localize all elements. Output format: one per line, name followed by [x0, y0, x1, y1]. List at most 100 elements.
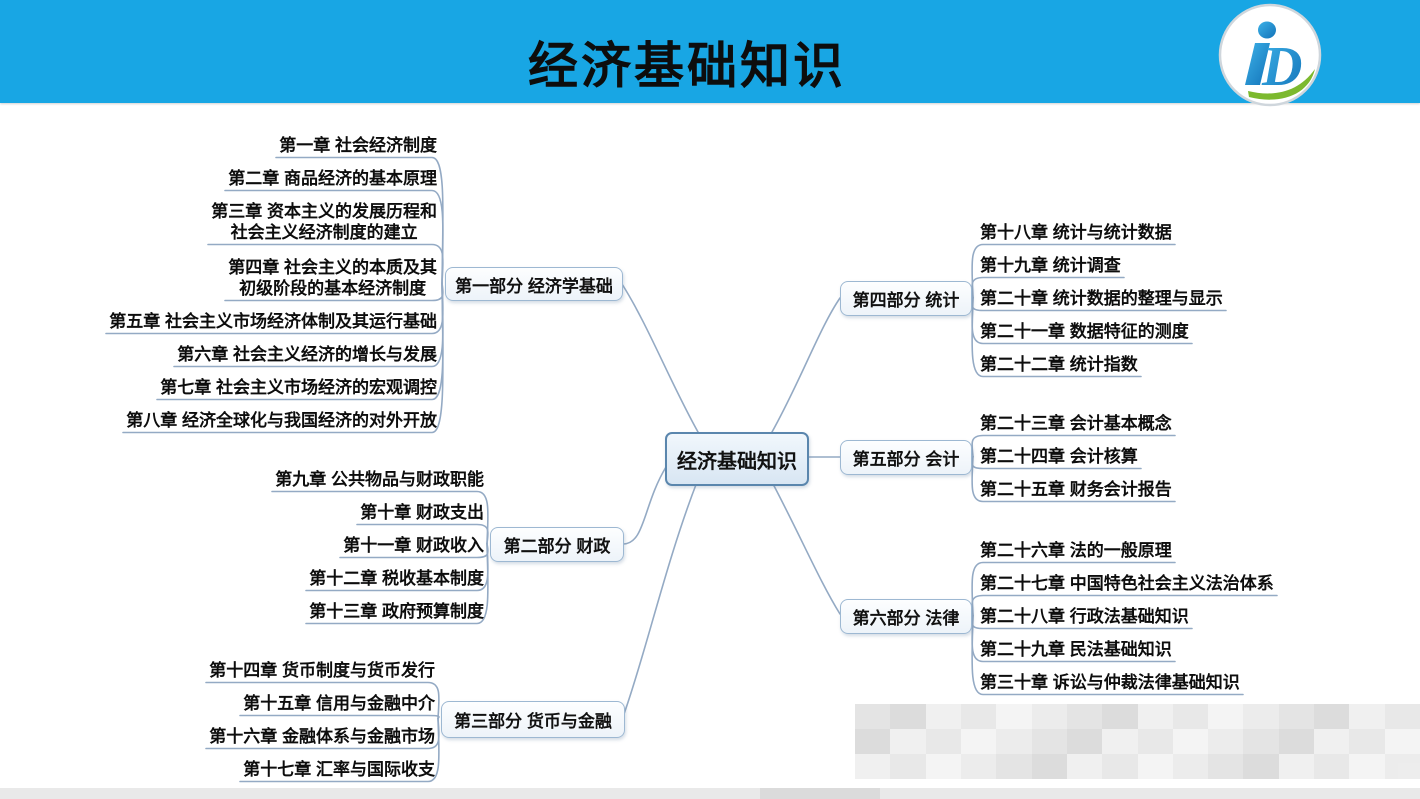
watermark-cell — [1102, 729, 1138, 754]
chapter-label: 第十一章 财政收入 — [343, 536, 484, 555]
chapter-underline — [305, 542, 489, 625]
watermark-cell — [925, 704, 961, 729]
chapter-label: 第十三章 政府预算制度 — [309, 602, 484, 621]
watermark-cell — [1031, 754, 1067, 779]
chapter-underline — [356, 523, 489, 545]
logo-i-stem-icon — [1245, 43, 1270, 85]
watermark-cell — [1278, 704, 1315, 729]
watermark-cell — [1384, 729, 1420, 754]
watermark-cell — [1243, 754, 1279, 779]
chapter-label: 第十五章 信用与金融中介 — [243, 694, 435, 713]
watermark-cell — [1243, 704, 1279, 729]
watermark-cell — [996, 729, 1032, 754]
chapter-underline — [971, 594, 1278, 617]
chapter-underline — [205, 681, 440, 720]
branch-connector — [771, 481, 841, 615]
watermark-cell — [960, 704, 997, 729]
watermark-cell — [1243, 729, 1279, 754]
chapter-label: 第四章 社会主义的本质及其 初级阶段的基本经济制度 — [228, 258, 437, 298]
watermark-cell — [890, 754, 926, 779]
logo: D — [1218, 3, 1322, 107]
chapter-label: 第十四章 货币制度与货币发行 — [209, 661, 435, 680]
logo-i-dot-icon — [1258, 21, 1276, 39]
watermark-cell — [1384, 704, 1420, 729]
chapter-label: 第二十二章 统计指数 — [980, 355, 1138, 374]
watermark-cell — [855, 729, 891, 754]
chapter-label: 第六章 社会主义经济的增长与发展 — [177, 345, 437, 364]
chapter-underline — [971, 614, 1244, 696]
watermark-cell — [1278, 754, 1315, 779]
logo-swoosh-icon — [1248, 69, 1315, 100]
footer-strip — [0, 788, 1420, 799]
watermark-cell — [1172, 729, 1209, 754]
watermark-cell — [1172, 704, 1209, 729]
chapter-label: 第二章 商品经济的基本原理 — [228, 169, 437, 188]
chapter-label: 第二十六章 法的一般原理 — [980, 541, 1172, 560]
watermark-cell — [1208, 704, 1244, 729]
footer-strip-segment — [760, 788, 880, 799]
chapter-underline — [239, 714, 440, 720]
chapter-underline — [122, 282, 444, 434]
watermark-cell — [1349, 754, 1385, 779]
branch-connector — [622, 466, 667, 545]
chapter-label: 第二十一章 数据特征的测度 — [980, 322, 1189, 341]
watermark-cell — [855, 704, 891, 729]
chapter-label: 第一章 社会经济制度 — [279, 136, 437, 155]
chapter-label: 第十章 财政支出 — [360, 503, 484, 522]
chapter-label: 第七章 社会主义市场经济的宏观调控 — [160, 378, 437, 397]
chapter-label: 第二十章 统计数据的整理与显示 — [980, 289, 1223, 308]
chapter-label: 第二十五章 财务会计报告 — [980, 480, 1172, 499]
watermark-cell — [925, 729, 961, 754]
chapter-label: 第三十章 诉讼与仲裁法律基础知识 — [980, 673, 1240, 692]
chapter-label: 第二十三章 会计基本概念 — [980, 414, 1172, 433]
watermark-cell — [1278, 729, 1315, 754]
chapter-label: 第十八章 统计与统计数据 — [980, 223, 1172, 242]
blurred-watermark — [855, 704, 1420, 779]
branch-node-part-1: 第一部分 经济学基础 — [445, 267, 623, 301]
watermark-cell — [1349, 704, 1385, 729]
branch-node-part-5: 第五部分 会计 — [840, 440, 972, 475]
branch-node-part-6: 第六部分 法律 — [840, 599, 972, 634]
chapter-label: 第八章 经济全球化与我国经济的对外开放 — [126, 411, 437, 430]
watermark-cell — [1066, 704, 1103, 729]
watermark-cell — [1384, 754, 1420, 779]
watermark-cell — [1137, 704, 1173, 729]
watermark-cell — [1137, 729, 1173, 754]
chapter-label: 第九章 公共物品与财政职能 — [275, 470, 484, 489]
watermark-cell — [890, 704, 926, 729]
branch-connector — [621, 283, 699, 433]
watermark-cell — [1349, 729, 1385, 754]
watermark-cell — [1208, 729, 1244, 754]
logo-circle-icon — [1218, 3, 1322, 107]
watermark-cell — [925, 754, 961, 779]
chapter-underline — [971, 455, 1176, 503]
watermark-cell — [1137, 754, 1173, 779]
chapter-underline — [971, 276, 1125, 299]
watermark-cell — [1172, 754, 1209, 779]
branch-node-part-2: 第二部分 财政 — [490, 527, 624, 562]
watermark-cell — [855, 754, 891, 779]
chapter-underline — [971, 434, 1176, 458]
watermark-cell — [1031, 704, 1067, 729]
watermark-cell — [960, 754, 997, 779]
watermark-cell — [1314, 754, 1350, 779]
watermark-cell — [1314, 729, 1350, 754]
chapter-label: 第二十四章 会计核算 — [980, 447, 1138, 466]
watermark-cell — [996, 754, 1032, 779]
chapter-label: 第二十九章 民法基础知识 — [980, 640, 1172, 659]
branch-node-part-3: 第三部分 货币与金融 — [441, 701, 625, 738]
chapter-underline — [971, 296, 1142, 378]
watermark-cell — [1102, 704, 1138, 729]
chapter-underline — [207, 243, 444, 284]
watermark-cell — [1066, 729, 1103, 754]
root-node: 经济基础知识 — [665, 432, 809, 486]
watermark-cell — [1314, 704, 1350, 729]
watermark-cell — [1208, 754, 1244, 779]
chapter-label: 第十九章 统计调查 — [980, 256, 1121, 275]
chapter-label: 第五章 社会主义市场经济体制及其运行基础 — [109, 312, 437, 331]
chapter-label: 第二十八章 行政法基础知识 — [980, 607, 1189, 626]
watermark-cell — [890, 729, 926, 754]
chapter-underline — [239, 717, 440, 783]
